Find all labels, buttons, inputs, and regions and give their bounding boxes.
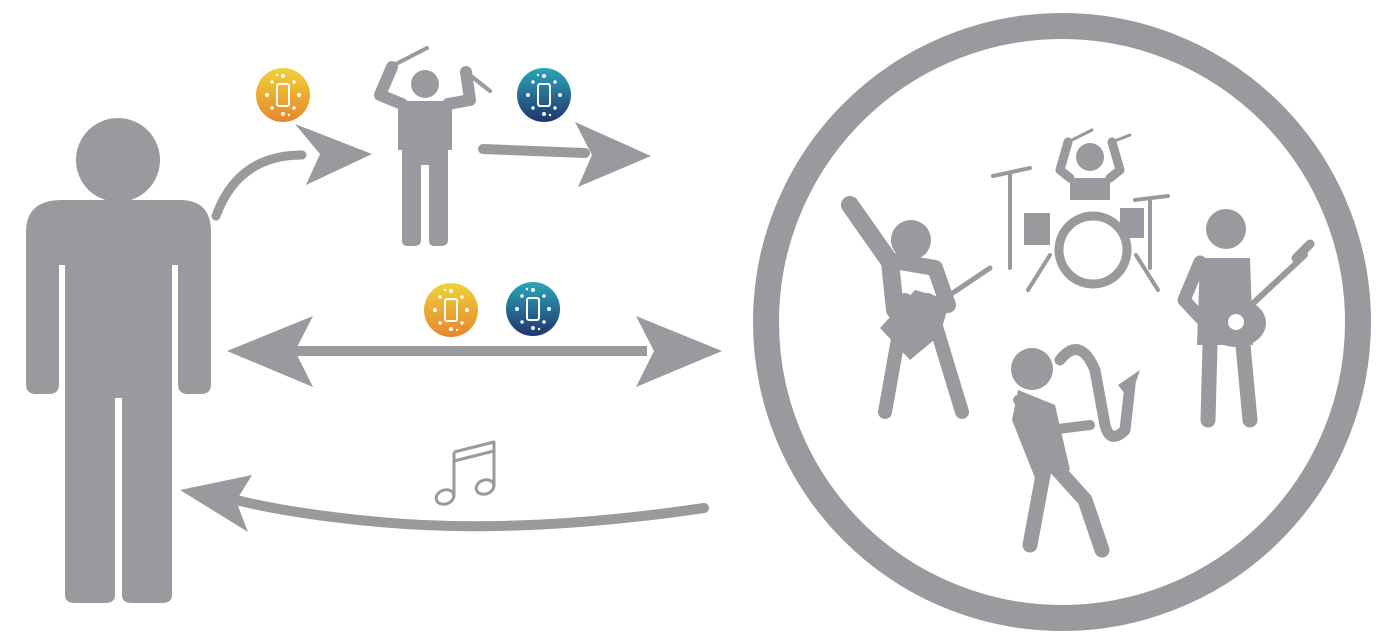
device-badge-icon (256, 68, 310, 122)
band-circle (766, 26, 1358, 618)
arrow-listener-to-conductor (216, 124, 372, 216)
device-badge-icon (424, 283, 478, 337)
guitarist-icon (850, 205, 990, 412)
arrow-conductor-to-band (483, 122, 651, 187)
device-badge-icon (517, 68, 571, 122)
music-note-icon (434, 442, 496, 507)
double-arrow-listener-band (227, 316, 722, 387)
device-badge-icon (506, 282, 560, 336)
bassist-icon (1184, 209, 1310, 420)
saxophonist-icon (1011, 348, 1140, 550)
listener-person-icon (26, 118, 211, 603)
conductor-icon (380, 48, 490, 246)
drummer-icon (993, 130, 1168, 290)
